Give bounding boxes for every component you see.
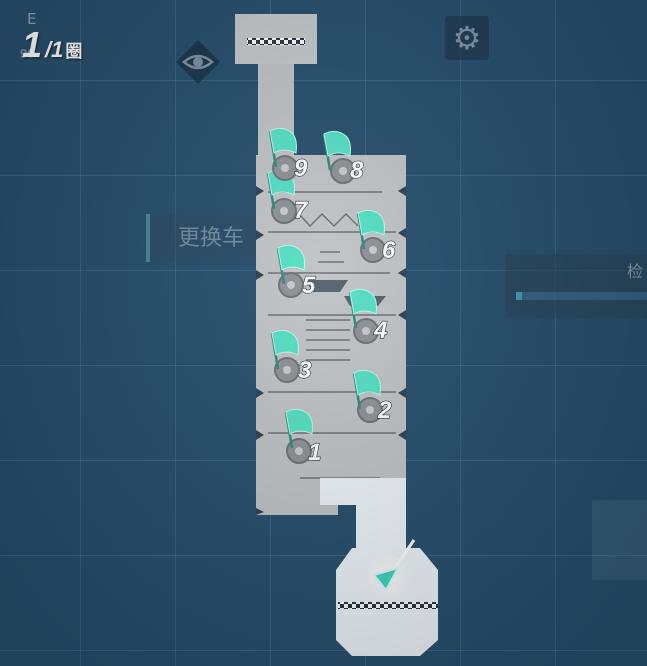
flag-icon — [285, 408, 313, 435]
checkpoint-number: 3 — [298, 357, 312, 384]
view-toggle-button[interactable] — [170, 34, 226, 90]
compass-letter: E — [27, 10, 37, 28]
checkpoint-2: 2 — [352, 369, 393, 425]
finish-line — [247, 38, 305, 45]
direction-arrows — [256, 186, 406, 515]
checkpoint-1: 1 — [284, 408, 322, 467]
lap-total: /1 — [45, 37, 64, 62]
right-panel-label: 检 — [626, 264, 643, 281]
settings-button[interactable]: ⚙ — [445, 16, 489, 60]
flag-icon — [323, 130, 351, 157]
checkpoint-disc-center — [369, 246, 377, 254]
checkpoint-number: 9 — [294, 155, 308, 182]
flag-icon — [269, 127, 297, 154]
checkpoint-number: 2 — [377, 397, 392, 424]
start-corridor — [320, 478, 406, 562]
change-car-label: 更换车 — [178, 225, 245, 250]
compass-heading: 90 — [20, 46, 35, 61]
checkpoints: 1 2 3 4 5 6 7 8 9 — [266, 127, 397, 467]
start-line — [338, 602, 438, 609]
checkpoint-disc-center — [362, 327, 370, 335]
lap-current: 1 — [22, 24, 43, 65]
checkpoint-disc-center — [287, 281, 295, 289]
checkpoint-9: 9 — [268, 127, 309, 183]
checkpoint-8: 8 — [322, 130, 365, 185]
flag-icon — [349, 288, 377, 315]
flag-icon — [271, 329, 299, 356]
change-car-button[interactable]: 更换车 — [146, 214, 274, 262]
checkpoint-3: 3 — [270, 329, 313, 385]
player-marker — [372, 566, 401, 592]
right-panel-bar — [516, 292, 647, 300]
gear-icon: ⚙ — [452, 19, 482, 57]
checkpoint-disc-center — [339, 167, 347, 175]
checkpoint-number: 1 — [308, 439, 321, 466]
checkpoint-disc-center — [283, 366, 291, 374]
lap-unit: 圈 — [65, 42, 83, 61]
eye-icon — [176, 40, 220, 84]
checkpoint-disc-center — [281, 164, 289, 172]
ramp-shadow — [306, 280, 348, 292]
checkpoint-number: 5 — [302, 272, 316, 299]
checkpoint-4: 4 — [348, 288, 388, 345]
checkpoint-number: 7 — [294, 197, 309, 224]
checkpoint-number: 8 — [350, 157, 364, 184]
faded-panel — [592, 500, 647, 580]
flag-icon — [357, 209, 385, 236]
checkpoint-number: 6 — [382, 237, 396, 264]
checkpoint-disc-center — [366, 406, 374, 414]
checkpoint-disc-center — [295, 447, 303, 455]
checkpoint-disc-center — [280, 207, 288, 215]
flag-icon — [353, 369, 381, 396]
flag-icon — [277, 244, 305, 271]
right-side-panel[interactable]: 检 — [506, 254, 647, 318]
checkpoint-number: 4 — [373, 317, 387, 344]
checkpoint-6: 6 — [356, 209, 397, 265]
checkpoint-5: 5 — [276, 244, 317, 300]
